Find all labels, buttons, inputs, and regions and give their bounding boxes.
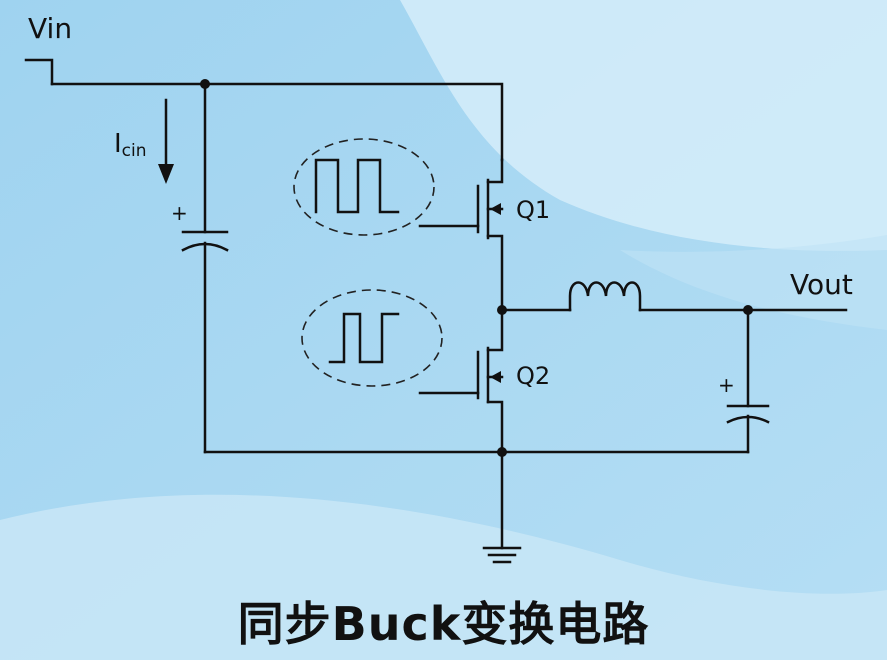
page-title: 同步Buck变换电路 [237,597,650,651]
q2-mosfet [418,308,504,454]
input-cap-plus: + [171,201,188,225]
gate-pulse-2 [328,312,400,364]
q1-body-arrow [490,203,501,215]
pulse-ellipse-1 [293,138,435,236]
q2-body-arrow [490,371,501,383]
ground-symbol [482,546,522,564]
junction-output [743,305,753,315]
icin-arrow-head [158,164,174,184]
q1-label: Q1 [516,196,550,224]
output-cap-plus: + [718,373,735,397]
junction-top [200,79,210,89]
icin-label-main: I [114,129,122,159]
icin-label: Icin [114,129,147,161]
pulse-ellipse-2 [301,289,443,387]
junction-switch-node [497,305,507,315]
gate-pulse-1 [314,158,400,214]
icin-label-sub: cin [122,141,147,161]
vin-label: Vin [28,12,72,45]
inductor [568,281,642,312]
q2-label: Q2 [516,362,550,390]
vin-terminal [24,58,54,86]
junction-bottom [497,447,507,457]
q1-mosfet [418,158,504,312]
vout-label: Vout [790,268,853,301]
